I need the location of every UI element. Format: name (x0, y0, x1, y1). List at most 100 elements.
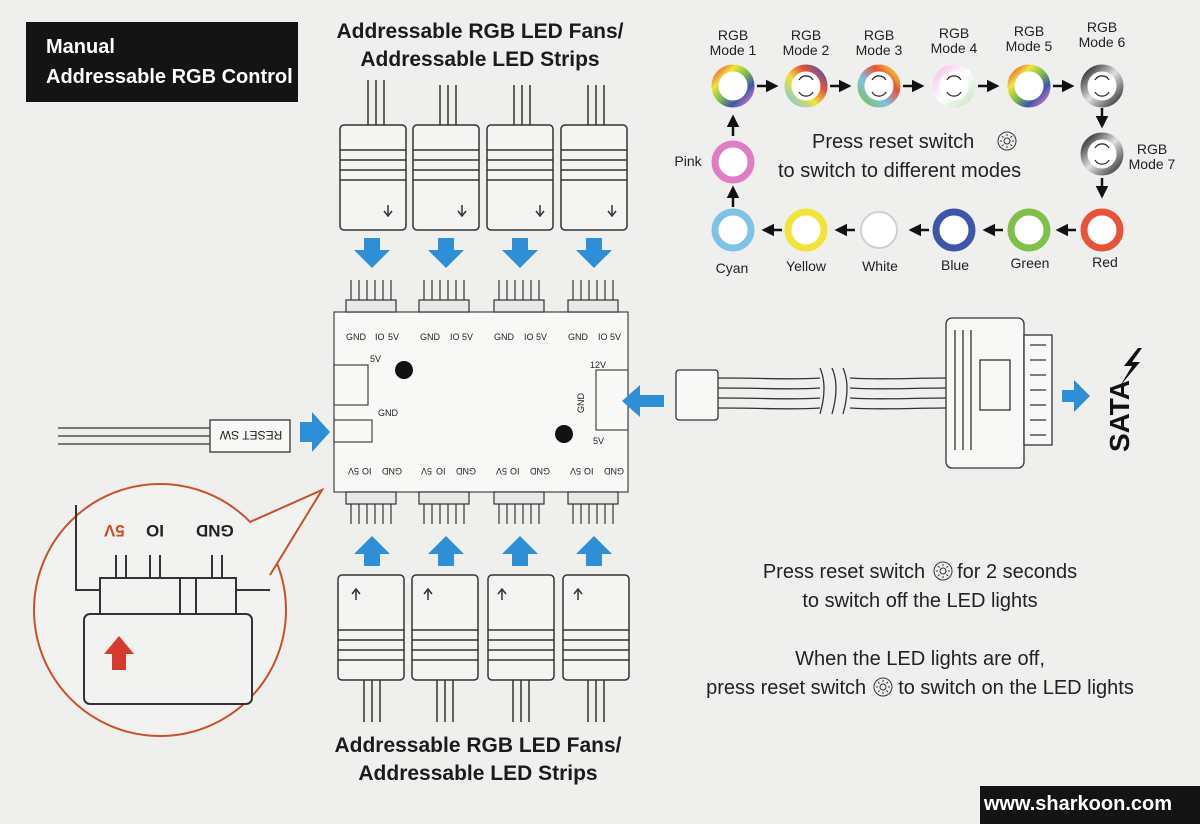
bottom-connector-3 (487, 574, 555, 722)
switch-on-instruction: When the LED lights are off, press reset… (670, 645, 1170, 703)
mode-label-1-line2: Mode 1 (709, 42, 757, 58)
arrow-up-4 (576, 536, 612, 566)
arrow-down-4 (576, 238, 612, 268)
ring-green (1007, 208, 1051, 252)
arrow-down-3 (502, 238, 538, 268)
top-pin-io-2: IO (450, 332, 460, 342)
bottom-pin-gnd-4: GND (604, 466, 624, 476)
color-label-green: Green (1010, 255, 1050, 271)
footer-bar (980, 786, 1200, 824)
switch-off-instruction: Press reset switch for 2 seconds to switc… (730, 558, 1110, 616)
bottom-title-line1: Addressable RGB LED Fans/ (334, 734, 622, 757)
bottom-connector-4 (562, 574, 630, 722)
top-pin-5v-4: 5V (610, 332, 622, 342)
top-connector-1 (339, 80, 407, 231)
reset-switch-cable (58, 419, 291, 453)
top-pin-gnd-4: GND (568, 332, 588, 342)
ring-mode-6 (1080, 64, 1124, 108)
switch-on-line1: When the LED lights are off, (795, 648, 1045, 670)
color-label-cyan: Cyan (715, 260, 749, 276)
ring-mode-5 (1007, 64, 1051, 108)
arrow-up-3 (502, 536, 538, 566)
bottom-connector-1 (337, 574, 405, 722)
bottom-connector-2 (411, 574, 479, 722)
top-title-line1: Addressable RGB LED Fans/ (336, 20, 624, 43)
switch-off-line2: to switch off the LED lights (802, 590, 1038, 612)
ring-white (860, 211, 898, 249)
board-right-gnd: GND (576, 393, 586, 413)
switch-off-line1: Press reset switch for 2 seconds (730, 558, 1110, 587)
reset-arrow (300, 412, 330, 452)
sata-arrow (1062, 380, 1090, 412)
ring-red (1080, 208, 1124, 252)
header-line2: Addressable RGB Control (46, 66, 293, 88)
manual-header: Manual Addressable RGB Control (26, 22, 298, 102)
top-connector-3 (486, 85, 554, 231)
top-pin-gnd-3: GND (494, 332, 514, 342)
bottom-pin-gnd-3: GND (530, 466, 550, 476)
mode-rings (711, 64, 1124, 252)
mode-instruction: Press reset switch to switch to differen… (778, 128, 1098, 186)
color-label-red: Red (1092, 254, 1118, 270)
arrow-up-2 (428, 536, 464, 566)
top-connector-2 (412, 85, 480, 231)
mode-label-4: RGB Mode 4 (914, 26, 994, 56)
mode-label-6: RGB Mode 6 (1062, 20, 1142, 50)
color-label-blue: Blue (940, 257, 970, 273)
ring-mode-7 (1080, 132, 1124, 176)
mode-label-5-line1: RGB (1013, 23, 1045, 39)
mode-flow-arrows (726, 79, 1109, 237)
bottom-title-line2: Addressable LED Strips (358, 762, 598, 785)
bottom-pin-io-1: IO (362, 466, 372, 476)
mode-label-2: RGB Mode 2 (766, 28, 846, 58)
zoom-gnd-label: GND (196, 521, 234, 540)
switch-on-line2-head: press reset switch (706, 677, 867, 699)
zoom-callout (33, 483, 325, 737)
ring-cyan (711, 208, 755, 252)
ring-blue (932, 208, 976, 252)
mode-label-3-line2: Mode 3 (855, 42, 903, 58)
ring-pink (711, 140, 755, 184)
mode-label-3: RGB Mode 3 (839, 28, 919, 58)
top-pin-gnd-2: GND (420, 332, 440, 342)
rotation-icons (798, 75, 1110, 165)
bottom-pin-5v-3: 5V (496, 466, 508, 476)
mode-label-3-line1: RGB (863, 27, 895, 43)
switch-off-line1-tail: for 2 seconds (957, 561, 1078, 583)
mode-label-6-line1: RGB (1086, 19, 1118, 35)
bottom-pin-5v-2: 5V (421, 466, 433, 476)
mode-label-6-line2: Mode 6 (1078, 34, 1126, 50)
switch-off-line1-head: Press reset switch (762, 561, 926, 583)
sata-label: SATA (1104, 379, 1136, 453)
hub-board (333, 280, 629, 524)
ring-mode-2 (784, 64, 828, 108)
blue-down-arrows (354, 238, 612, 268)
mode-label-2-line1: RGB (790, 27, 822, 43)
mode-label-2-line2: Mode 2 (782, 42, 830, 58)
board-left-5v: 5V (370, 354, 382, 364)
top-pin-5v-1: 5V (388, 332, 400, 342)
sun-icon (873, 677, 893, 697)
reset-sw-label: RESET SW (219, 428, 283, 442)
top-connectors (339, 80, 628, 231)
board-right-12v: 12V (590, 360, 607, 370)
bottom-connectors (337, 574, 630, 722)
header-line1: Manual (46, 36, 115, 58)
arrow-down-1 (354, 238, 390, 268)
mode-label-5: RGB Mode 5 (989, 24, 1069, 54)
top-pin-gnd-1: GND (346, 332, 366, 342)
mode-label-4-line2: Mode 4 (930, 40, 978, 56)
mode-label-7: RGB Mode 7 (1112, 142, 1192, 172)
sun-icon (933, 561, 953, 581)
top-pin-io-1: IO (375, 332, 385, 342)
mode-label-1: RGB Mode 1 (693, 28, 773, 58)
bottom-pin-io-4: IO (584, 466, 594, 476)
ring-mode-4 (932, 64, 976, 108)
bottom-pin-5v-1: 5V (348, 466, 360, 476)
top-title-line2: Addressable LED Strips (360, 48, 600, 71)
mode-label-1-line1: RGB (717, 27, 749, 43)
blue-up-arrows (354, 536, 612, 566)
top-pin-io-3: IO (524, 332, 534, 342)
ring-mode-1 (711, 64, 755, 108)
